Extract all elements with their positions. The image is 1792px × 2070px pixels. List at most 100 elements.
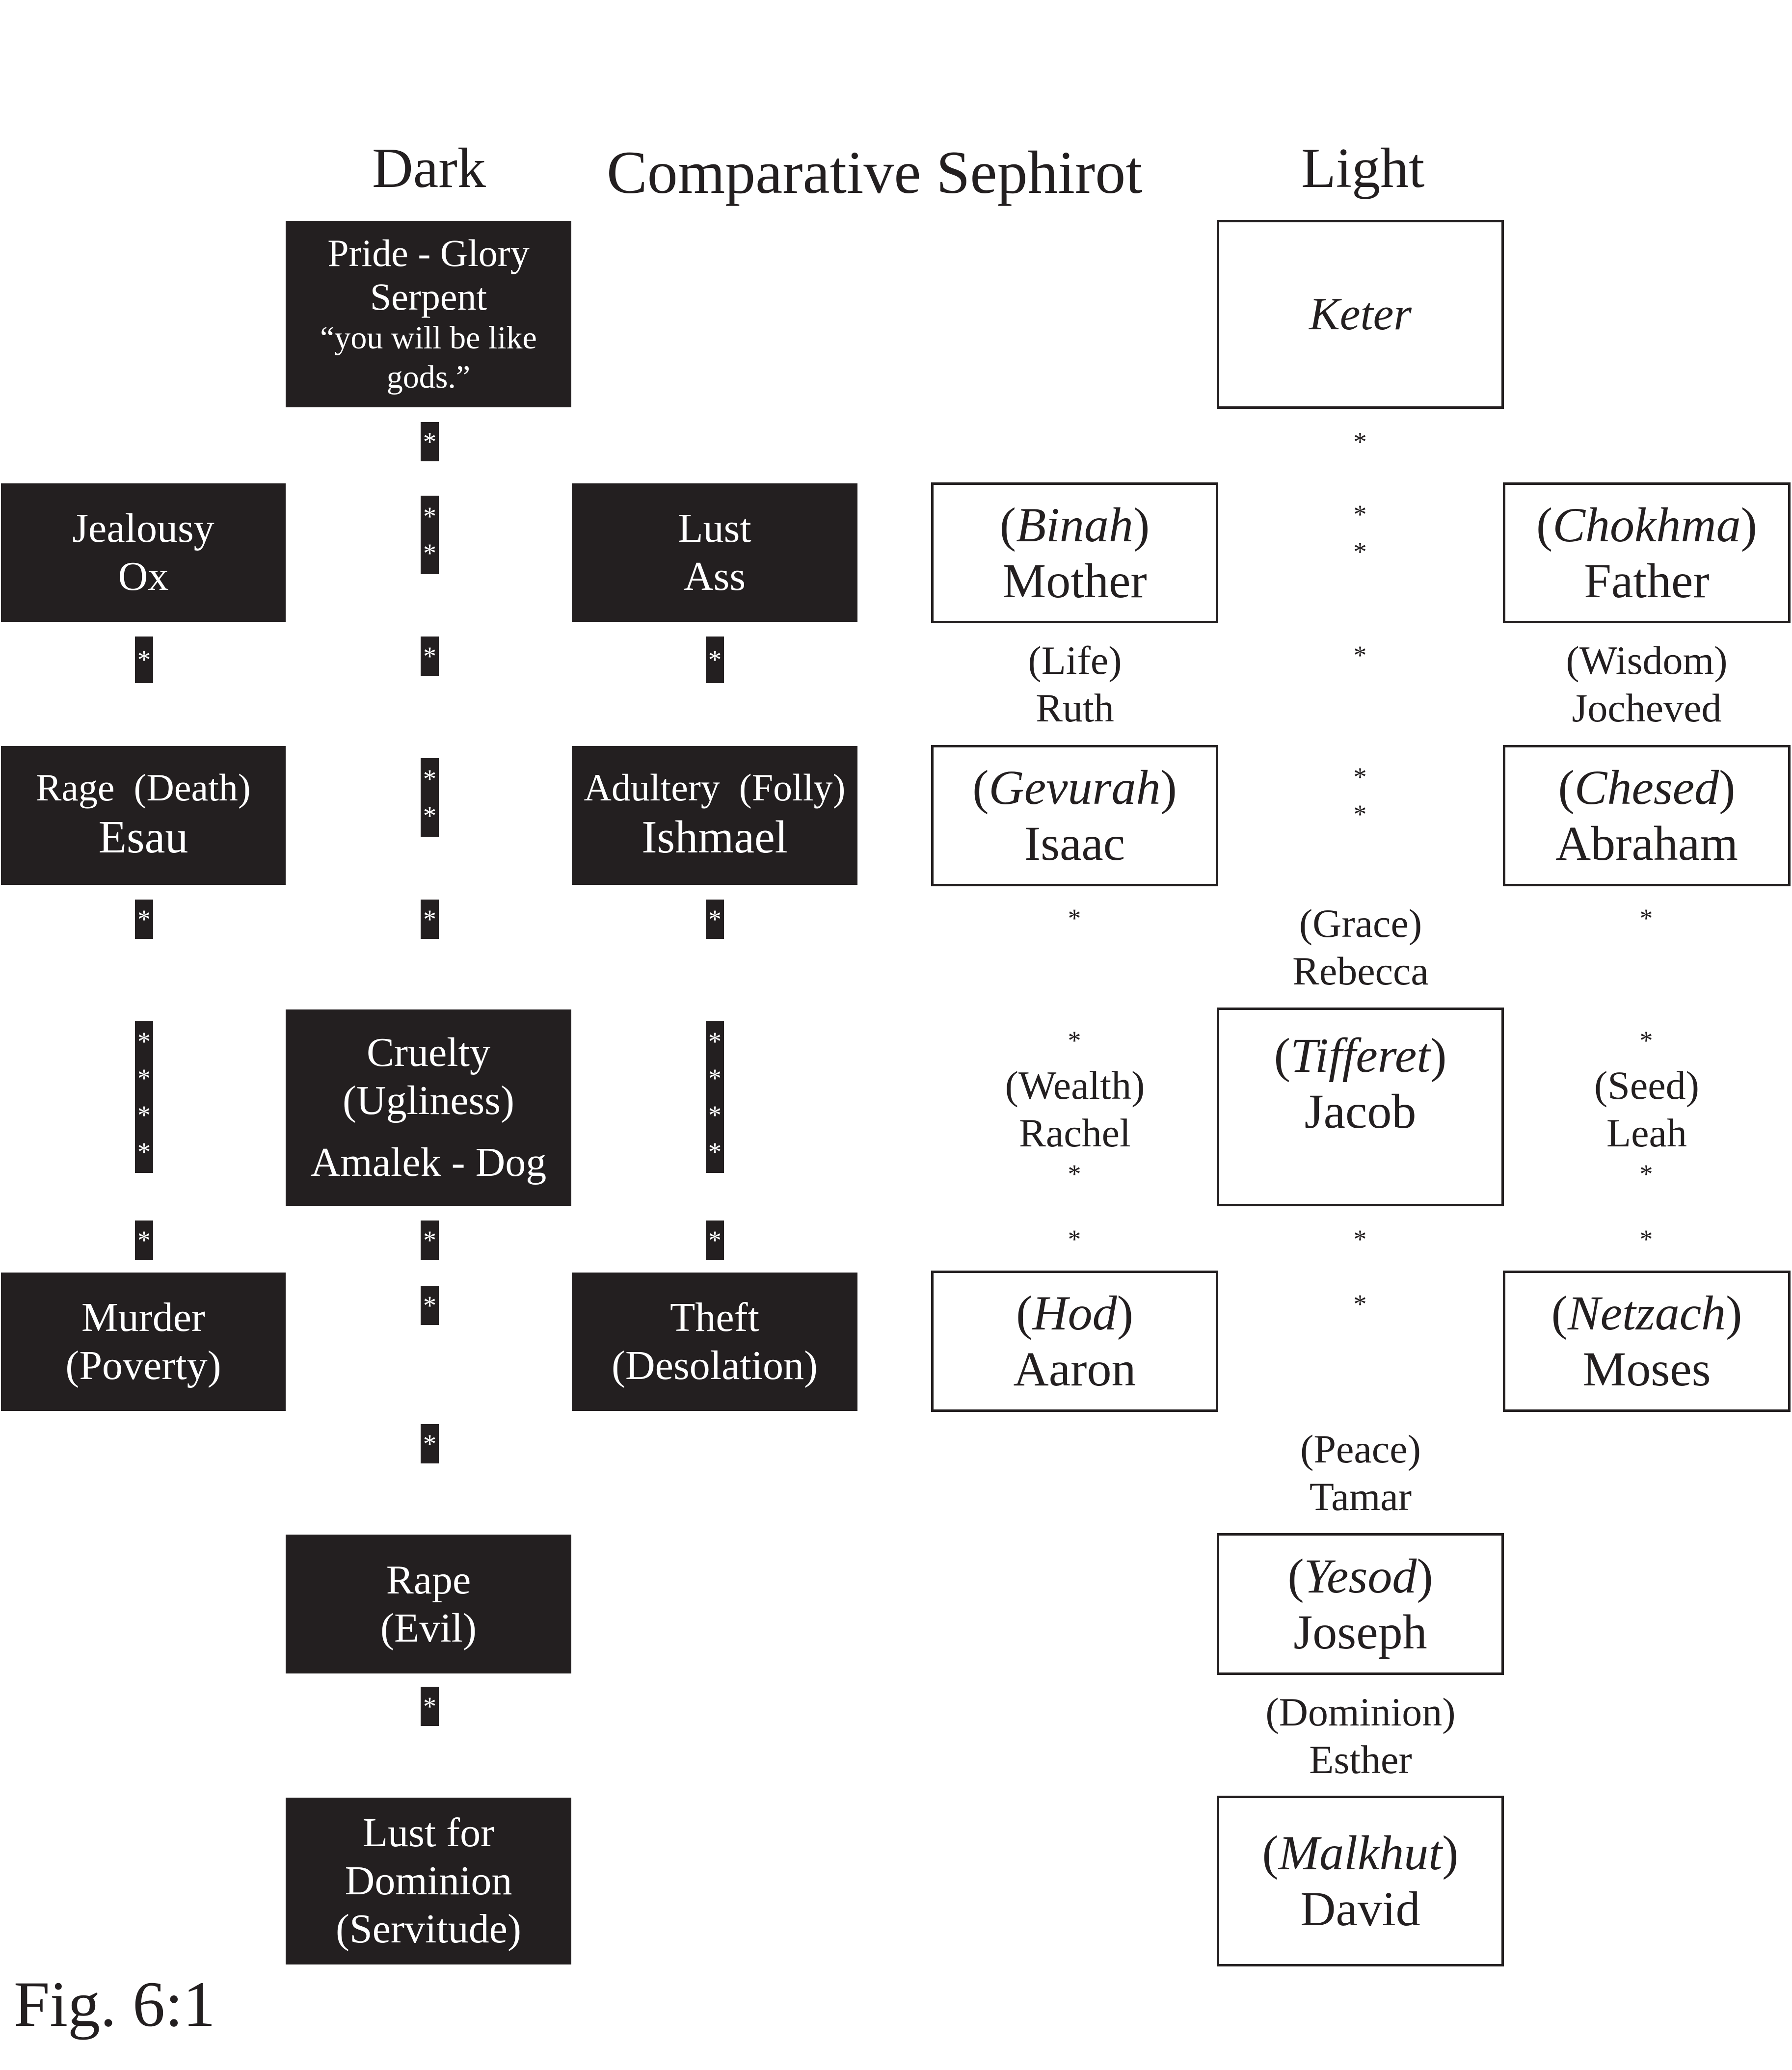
dark-connector: * bbox=[421, 1687, 439, 1726]
light-connector: * bbox=[1068, 1224, 1081, 1254]
keter-box: Keter bbox=[1217, 220, 1504, 409]
light-connector: * bbox=[1353, 1224, 1367, 1254]
grace-path-label: (Grace) Rebecca bbox=[1204, 900, 1518, 995]
connector-star: * bbox=[423, 801, 436, 830]
malkhut-box: (Malkhut) David bbox=[1217, 1796, 1504, 1966]
david-label: David bbox=[1300, 1882, 1420, 1936]
amalek-dog-label: Amalek - Dog bbox=[310, 1140, 547, 1185]
wisdom-path-label: (Wisdom) Jocheved bbox=[1490, 637, 1792, 732]
evil-label: (Evil) bbox=[380, 1605, 477, 1651]
dark-connector: * bbox=[421, 1286, 439, 1325]
dark-connector: * bbox=[135, 637, 153, 683]
dark-connector: * bbox=[135, 1221, 153, 1260]
jealousy-label: Jealousy bbox=[72, 505, 214, 551]
connector-star: * bbox=[423, 1290, 436, 1320]
dark-connector: * bbox=[421, 1221, 439, 1260]
binah-label: (Binah) bbox=[999, 497, 1150, 552]
dark-column-heading: Dark bbox=[372, 137, 486, 200]
cruelty-box: Cruelty (Ugliness) Amalek - Dog bbox=[286, 1009, 571, 1206]
moses-label: Moses bbox=[1582, 1342, 1711, 1396]
connector-star: * bbox=[423, 538, 436, 568]
netzach-label: (Netzach) bbox=[1551, 1286, 1742, 1340]
peace-path-label: (Peace) Tamar bbox=[1204, 1425, 1518, 1520]
dominion-label: Dominion bbox=[345, 1858, 512, 1904]
jealousy-box: Jealousy Ox bbox=[1, 483, 286, 622]
chokhma-label: (Chokhma) bbox=[1536, 497, 1757, 552]
dark-connector: * bbox=[135, 900, 153, 939]
rebecca-label: Rebecca bbox=[1292, 949, 1429, 993]
servitude-label: (Servitude) bbox=[336, 1906, 521, 1952]
ox-label: Ox bbox=[118, 554, 169, 599]
light-connector: * bbox=[1068, 903, 1081, 933]
mother-label: Mother bbox=[1002, 553, 1147, 608]
dark-connector: * bbox=[706, 900, 724, 939]
dark-connector: **** bbox=[135, 1021, 153, 1173]
jocheved-label: Jocheved bbox=[1572, 686, 1722, 730]
connector-star: * bbox=[708, 645, 722, 674]
dominion-virtue: (Dominion) bbox=[1265, 1690, 1456, 1734]
dark-connector: **** bbox=[706, 1021, 724, 1173]
connector-star: * bbox=[137, 1027, 151, 1056]
tifferet-box: (Tifferet) Jacob bbox=[1217, 1008, 1504, 1206]
theft-label: Theft bbox=[670, 1295, 759, 1340]
binah-box: (Binah) Mother bbox=[931, 482, 1218, 623]
connector-star: * bbox=[708, 1063, 722, 1093]
light-connector: * bbox=[1353, 537, 1367, 566]
pride-box: Pride - Glory Serpent “you will be like … bbox=[286, 221, 571, 407]
esther-label: Esther bbox=[1309, 1737, 1412, 1782]
lust-box: Lust Ass bbox=[572, 483, 857, 622]
esau-label: Esau bbox=[98, 811, 188, 863]
wealth-path-label: (Wealth) Rachel bbox=[918, 1062, 1232, 1157]
adultery-box: Adultery (Folly) Ishmael bbox=[572, 746, 857, 885]
netzach-box: (Netzach) Moses bbox=[1503, 1271, 1791, 1412]
isaac-label: Isaac bbox=[1024, 816, 1125, 871]
light-connector: * bbox=[1353, 640, 1367, 670]
poverty-label: (Poverty) bbox=[65, 1343, 221, 1388]
light-connector: * bbox=[1639, 903, 1653, 933]
connector-star: * bbox=[423, 904, 436, 934]
ass-label: Ass bbox=[683, 554, 746, 599]
lust-for-dominion-box: Lust for Dominion (Servitude) bbox=[286, 1798, 571, 1964]
connector-star: * bbox=[137, 904, 151, 934]
dark-connector: * bbox=[421, 900, 439, 939]
jacob-label: Jacob bbox=[1304, 1084, 1417, 1139]
connector-star: * bbox=[137, 645, 151, 674]
chesed-label: (Chesed) bbox=[1558, 760, 1736, 815]
connector-star: * bbox=[137, 1225, 151, 1255]
light-connector: * bbox=[1639, 1159, 1653, 1189]
chokhma-box: (Chokhma) Father bbox=[1503, 482, 1791, 623]
rape-box: Rape (Evil) bbox=[286, 1535, 571, 1673]
life-path-label: (Life) Ruth bbox=[918, 637, 1232, 732]
theft-box: Theft (Desolation) bbox=[572, 1273, 857, 1411]
wisdom-virtue: (Wisdom) bbox=[1566, 638, 1728, 683]
gevurah-label: (Gevurah) bbox=[972, 760, 1177, 815]
grace-virtue: (Grace) bbox=[1299, 901, 1422, 946]
hod-label: (Hod) bbox=[1016, 1286, 1133, 1340]
connector-star: * bbox=[423, 1225, 436, 1255]
adultery-label: Adultery (Folly) bbox=[584, 766, 846, 809]
light-connector: * bbox=[1353, 1289, 1367, 1319]
light-connector: * bbox=[1353, 427, 1367, 456]
light-column-heading: Light bbox=[1301, 137, 1425, 200]
pride-label: Pride - Glory bbox=[327, 232, 530, 274]
connector-star: * bbox=[423, 641, 436, 671]
connector-star: * bbox=[137, 1137, 151, 1167]
light-connector: * bbox=[1353, 762, 1367, 792]
yesod-label: (Yesod) bbox=[1287, 1548, 1433, 1603]
rape-label: Rape bbox=[386, 1557, 471, 1603]
connector-star: * bbox=[708, 1027, 722, 1056]
seed-virtue: (Seed) bbox=[1594, 1063, 1699, 1108]
abraham-label: Abraham bbox=[1555, 816, 1739, 871]
lust-for-label: Lust for bbox=[362, 1810, 495, 1856]
dominion-path-label: (Dominion) Esther bbox=[1204, 1688, 1518, 1783]
connector-star: * bbox=[423, 1429, 436, 1459]
serpent-label: Serpent bbox=[370, 275, 487, 318]
dark-connector: * bbox=[706, 1221, 724, 1260]
wealth-virtue: (Wealth) bbox=[1005, 1063, 1145, 1108]
connector-star: * bbox=[423, 1691, 436, 1721]
cruelty-label: Cruelty bbox=[367, 1030, 490, 1075]
light-connector: * bbox=[1353, 500, 1367, 529]
dark-connector: * bbox=[421, 422, 439, 461]
ruth-label: Ruth bbox=[1036, 686, 1114, 730]
desolation-label: (Desolation) bbox=[612, 1343, 818, 1388]
